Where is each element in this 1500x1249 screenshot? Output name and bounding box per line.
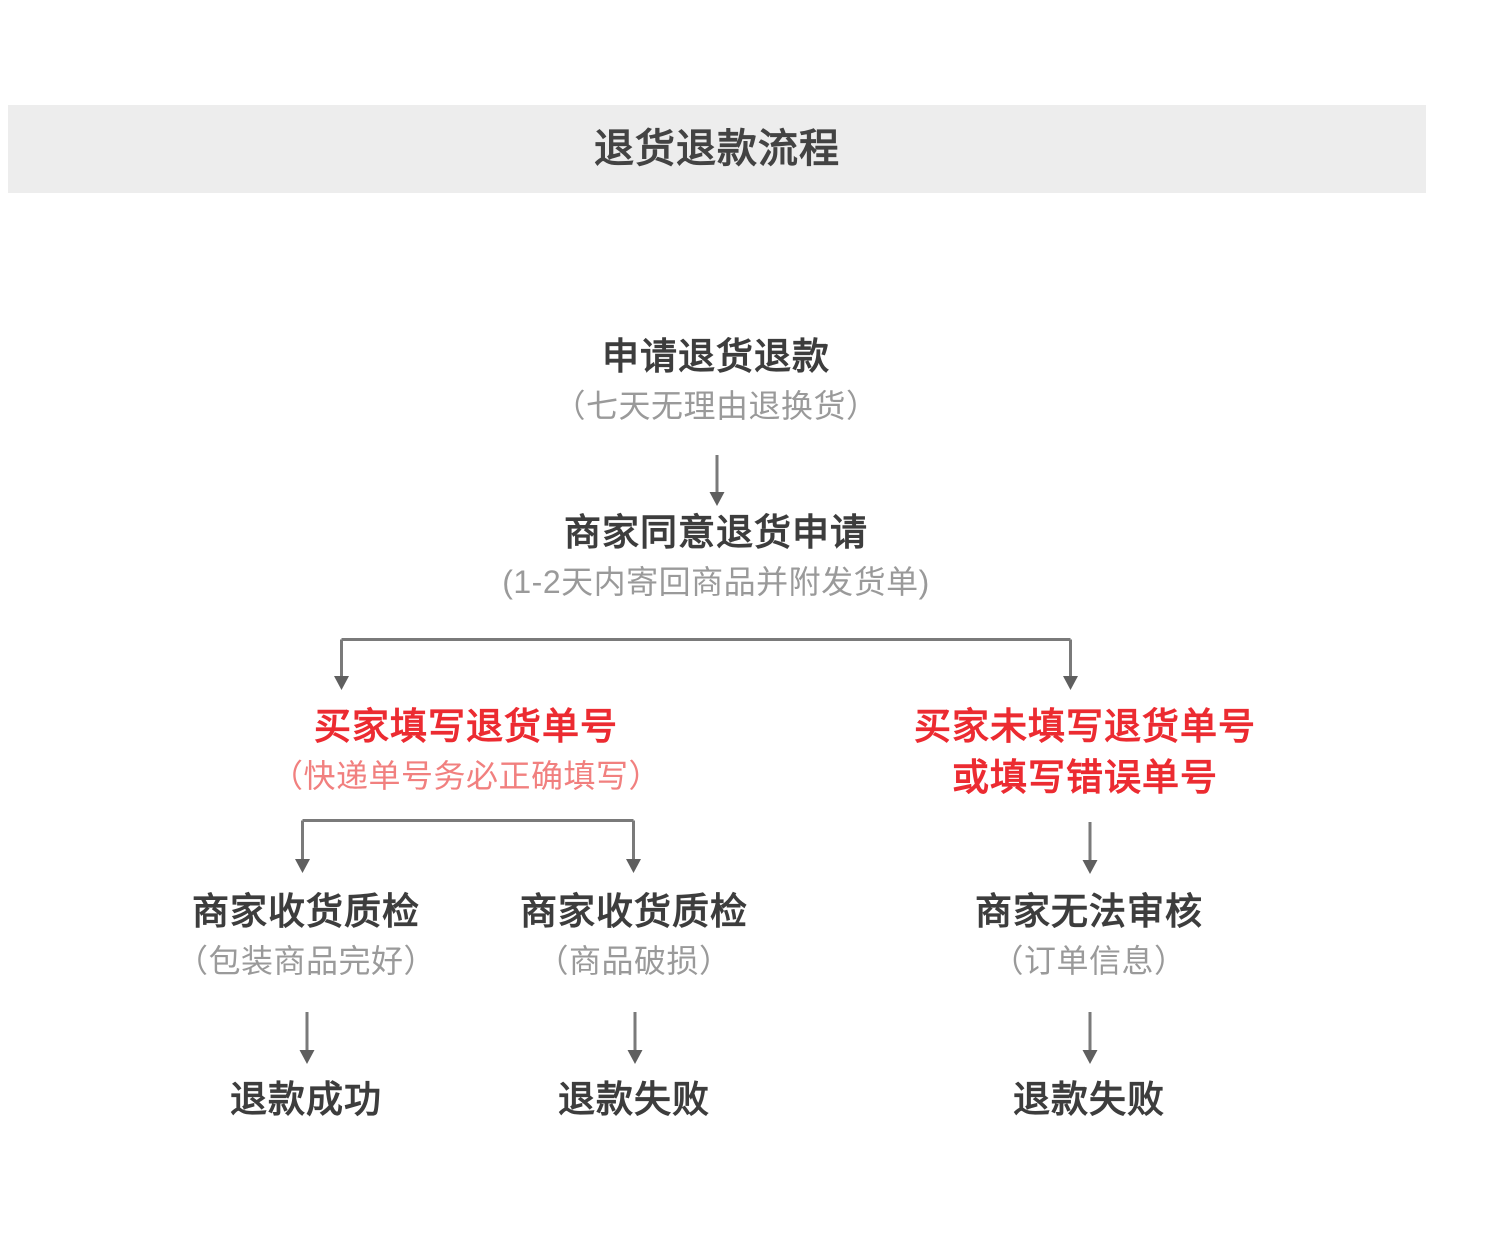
connector-apply-to-approve	[705, 455, 729, 507]
node-refund-failed-damaged: 退款失败	[558, 1075, 710, 1125]
node-title: 买家填写退货单号	[313, 706, 618, 747]
node-buyer-missing-tracking: 买家未填写退货单号 或填写错误单号	[914, 702, 1256, 804]
node-subtitle: （订单信息）	[991, 943, 1187, 979]
node-title: 退款失败	[1013, 1079, 1165, 1120]
connector-approve-split	[334, 638, 1082, 694]
node-buyer-fills-tracking: 买家填写退货单号 （快递单号务必正确填写）	[271, 702, 661, 800]
node-title: 退款失败	[558, 1079, 710, 1120]
node-title: 申请退货退款	[601, 336, 830, 377]
header-banner: 退货退款流程	[8, 105, 1426, 193]
node-title: 商家收货质检	[520, 891, 748, 932]
connector-review-to-failed	[1078, 1012, 1102, 1066]
node-title: 商家同意退货申请	[563, 512, 868, 553]
connector-intact-to-success	[295, 1012, 319, 1066]
node-subtitle: （快递单号务必正确填写）	[270, 758, 662, 794]
node-inspection-damaged: 商家收货质检 （商品破损）	[520, 887, 748, 985]
node-refund-success: 退款成功	[230, 1075, 382, 1125]
node-seller-approves: 商家同意退货申请 (1-2天内寄回商品并附发货单)	[502, 508, 930, 606]
node-inspection-intact: 商家收货质检 （包装商品完好）	[176, 887, 436, 985]
connector-tracking-split	[295, 819, 646, 877]
node-subtitle: (1-2天内寄回商品并附发货单)	[502, 564, 930, 600]
node-title: 商家无法审核	[975, 891, 1203, 932]
node-subtitle: （七天无理由退换货）	[553, 388, 879, 424]
connector-damaged-to-failed	[623, 1012, 647, 1066]
page-title: 退货退款流程	[594, 127, 840, 171]
node-refund-failed-noinfo: 退款失败	[1013, 1075, 1165, 1125]
connector-missing-to-review	[1078, 822, 1102, 876]
node-title: 退款成功	[230, 1079, 382, 1120]
node-subtitle: （商品破损）	[536, 943, 732, 979]
node-title: 商家收货质检	[191, 891, 420, 932]
node-title-line2: 或填写错误单号	[952, 757, 1218, 798]
node-title: 买家未填写退货单号	[914, 706, 1256, 747]
node-seller-cannot-review: 商家无法审核 （订单信息）	[975, 887, 1203, 985]
node-apply-return-refund: 申请退货退款 （七天无理由退换货）	[553, 332, 878, 430]
node-subtitle: （包装商品完好）	[175, 943, 437, 979]
